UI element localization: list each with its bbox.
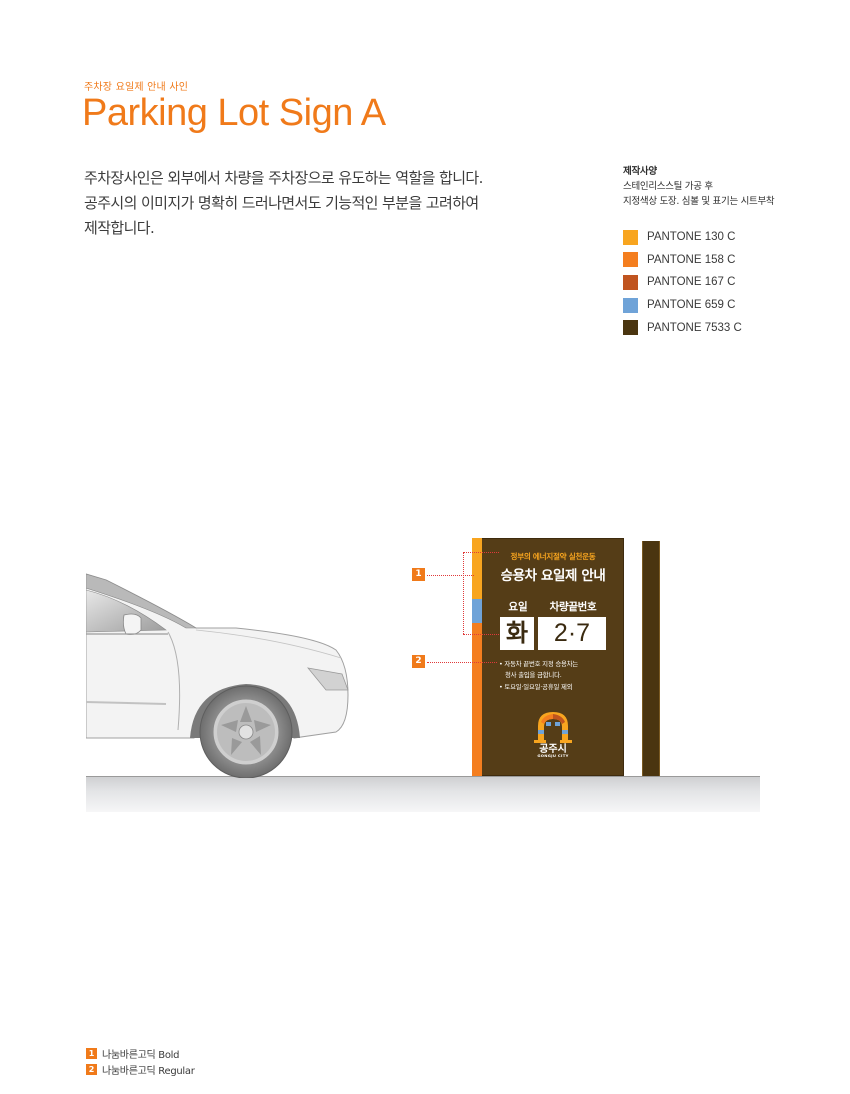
callout-bracket-top (463, 552, 499, 553)
callout-bracket-bottom (463, 634, 499, 635)
legend-item: 2 나눔바른고딕 Regular (86, 1061, 195, 1077)
callout-bracket-1 (463, 552, 464, 634)
page-title: Parking Lot Sign A (82, 92, 386, 134)
swatch-item: PANTONE 659 C (623, 294, 742, 317)
callout-badge-2: 2 (412, 655, 425, 668)
legend-badge: 1 (86, 1047, 97, 1059)
swatch-label: PANTONE 659 C (647, 299, 736, 312)
sign-side-post (642, 541, 660, 776)
swatch-item: PANTONE 167 C (623, 271, 742, 294)
swatch-label: PANTONE 7533 C (647, 321, 742, 334)
swatch-label: PANTONE 158 C (647, 253, 736, 266)
spec-title: 제작사양 (623, 166, 657, 177)
legend-label: 나눔바른고딕 Bold (102, 1049, 180, 1061)
sign-plate-value: 2·7 (538, 617, 606, 650)
sign-note-line: • 토요일·일요일·공휴일 제외 (499, 682, 573, 691)
font-legend: 1 나눔바른고딕 Bold 2 나눔바른고딕 Regular (86, 1045, 195, 1077)
color-swatch (623, 274, 638, 290)
spec-line: 지정색상 도장. 심볼 및 표기는 시트부착 (623, 196, 775, 207)
sign-subtitle: 정부의 에너지절약 실천운동 (510, 552, 596, 561)
intro-line: 제작합니다. (84, 219, 155, 237)
intro-line: 주차장사인은 외부에서 차량을 주차장으로 유도하는 역할을 합니다. (84, 169, 483, 187)
swatch-label: PANTONE 167 C (647, 276, 736, 289)
color-swatch (623, 320, 638, 336)
sign-notes: • 자동차 끝번호 지정 승용차는 청사 출입을 금합니다. • 토요일·일요일… (499, 659, 578, 693)
sign-day-value: 화 (500, 617, 534, 650)
intro-line: 공주시의 이미지가 명확히 드러나면서도 기능적인 부분을 고려하여 (84, 194, 479, 212)
color-swatch-list: PANTONE 130 C PANTONE 158 C PANTONE 167 … (623, 226, 742, 339)
swatch-item: PANTONE 130 C (623, 226, 742, 249)
legend-label: 나눔바른고딕 Regular (102, 1065, 195, 1077)
color-swatch (623, 297, 638, 313)
ground-plane (86, 776, 760, 812)
car-illustration (86, 573, 349, 778)
intro-text: 주차장사인은 외부에서 차량을 주차장으로 유도하는 역할을 합니다. 공주시의… (84, 166, 524, 241)
sign-color-stripe (472, 538, 482, 776)
sign-note-line: 청사 출입을 금합니다. (505, 671, 562, 680)
legend-badge: 2 (86, 1063, 97, 1075)
callout-leader-2 (427, 662, 497, 663)
sign-title: 승용차 요일제 안내 (500, 568, 606, 584)
swatch-label: PANTONE 130 C (647, 231, 736, 244)
page-eyebrow: 주차장 요일제 안내 사인 (84, 82, 189, 93)
sign-plate-label: 차량끝번호 (549, 601, 597, 613)
callout-leader-1 (427, 575, 474, 576)
callout-badge-1: 1 (412, 568, 425, 581)
gongju-logo-icon (534, 712, 572, 743)
logo-name: 공주시 (539, 744, 567, 755)
parking-sign-panel (472, 538, 624, 776)
logo-subtitle: GONGJU CITY (537, 753, 569, 758)
sign-note-line: • 자동차 끝번호 지정 승용차는 (499, 660, 579, 668)
swatch-item: PANTONE 158 C (623, 249, 742, 272)
swatch-item: PANTONE 7533 C (623, 316, 742, 339)
color-swatch (623, 229, 638, 245)
legend-item: 1 나눔바른고딕 Bold (86, 1045, 195, 1061)
spec-block: 제작사양 스테인리스스틸 가공 후 지정색상 도장. 심볼 및 표기는 시트부착 (623, 164, 775, 209)
spec-line: 스테인리스스틸 가공 후 (623, 181, 713, 192)
color-swatch (623, 252, 638, 268)
sign-day-label: 요일 (508, 601, 528, 613)
